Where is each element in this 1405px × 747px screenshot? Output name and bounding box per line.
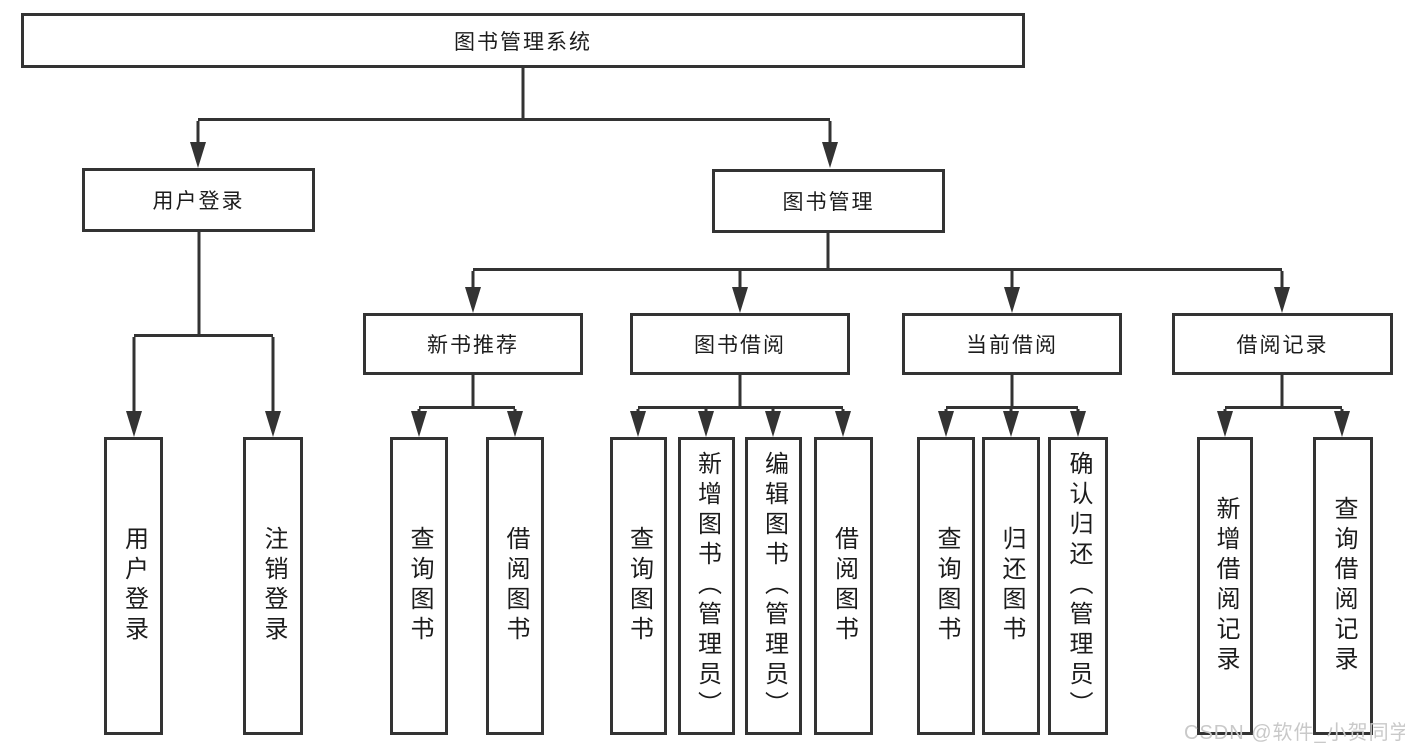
leaf-current-query-label: 查询图书 — [933, 526, 960, 646]
leaf-newbook-query: 查询图书 — [390, 437, 448, 735]
leaf-borrow-borrow-book: 借阅图书 — [814, 437, 873, 735]
node-book-management: 图书管理 — [712, 169, 945, 233]
leaf-record-add: 新增借阅记录 — [1197, 437, 1253, 735]
leaf-current-confirm-return-label: 确认归还（管理员） — [1065, 451, 1092, 721]
leaf-borrow-add-book-label: 新增图书（管理员） — [693, 451, 721, 721]
node-system-root-label: 图书管理系统 — [454, 30, 592, 54]
node-user-login-label: 用户登录 — [152, 190, 245, 213]
leaf-record-query-label: 查询借阅记录 — [1330, 496, 1357, 676]
leaf-borrow-edit-book-label: 编辑图书（管理员） — [760, 451, 788, 721]
leaf-record-query: 查询借阅记录 — [1313, 437, 1373, 735]
leaf-borrow-add-book: 新增图书（管理员） — [678, 437, 735, 735]
leaf-borrow-query: 查询图书 — [610, 437, 667, 735]
node-new-book-recommend: 新书推荐 — [363, 313, 583, 375]
leaf-current-query: 查询图书 — [917, 437, 975, 735]
csdn-watermark: CSDN @软件_小贺同学 — [1184, 722, 1405, 744]
node-system-root: 图书管理系统 — [21, 13, 1025, 68]
leaf-borrow-borrow-book-label: 借阅图书 — [830, 526, 858, 646]
node-borrow-record: 借阅记录 — [1172, 313, 1393, 375]
node-current-borrow-label: 当前借阅 — [966, 334, 1058, 357]
leaf-current-return: 归还图书 — [982, 437, 1040, 735]
leaf-newbook-borrow-label: 借阅图书 — [502, 526, 529, 646]
leaf-borrow-query-label: 查询图书 — [625, 526, 653, 646]
leaf-user-login: 用户登录 — [104, 437, 163, 735]
node-borrow-record-label: 借阅记录 — [1236, 334, 1329, 357]
leaf-current-return-label: 归还图书 — [998, 526, 1025, 646]
node-new-book-recommend-label: 新书推荐 — [427, 334, 519, 357]
node-user-login: 用户登录 — [82, 168, 315, 232]
node-book-borrow-label: 图书借阅 — [694, 334, 786, 357]
node-book-management-label: 图书管理 — [782, 191, 875, 214]
leaf-newbook-borrow: 借阅图书 — [486, 437, 544, 735]
leaf-logout-label: 注销登录 — [260, 526, 287, 646]
leaf-newbook-query-label: 查询图书 — [406, 526, 433, 646]
leaf-user-login-label: 用户登录 — [120, 526, 148, 646]
node-current-borrow: 当前借阅 — [902, 313, 1122, 375]
leaf-logout: 注销登录 — [243, 437, 303, 735]
leaf-record-add-label: 新增借阅记录 — [1212, 496, 1239, 676]
leaf-current-confirm-return: 确认归还（管理员） — [1048, 437, 1108, 735]
node-book-borrow: 图书借阅 — [630, 313, 850, 375]
leaf-borrow-edit-book: 编辑图书（管理员） — [745, 437, 802, 735]
